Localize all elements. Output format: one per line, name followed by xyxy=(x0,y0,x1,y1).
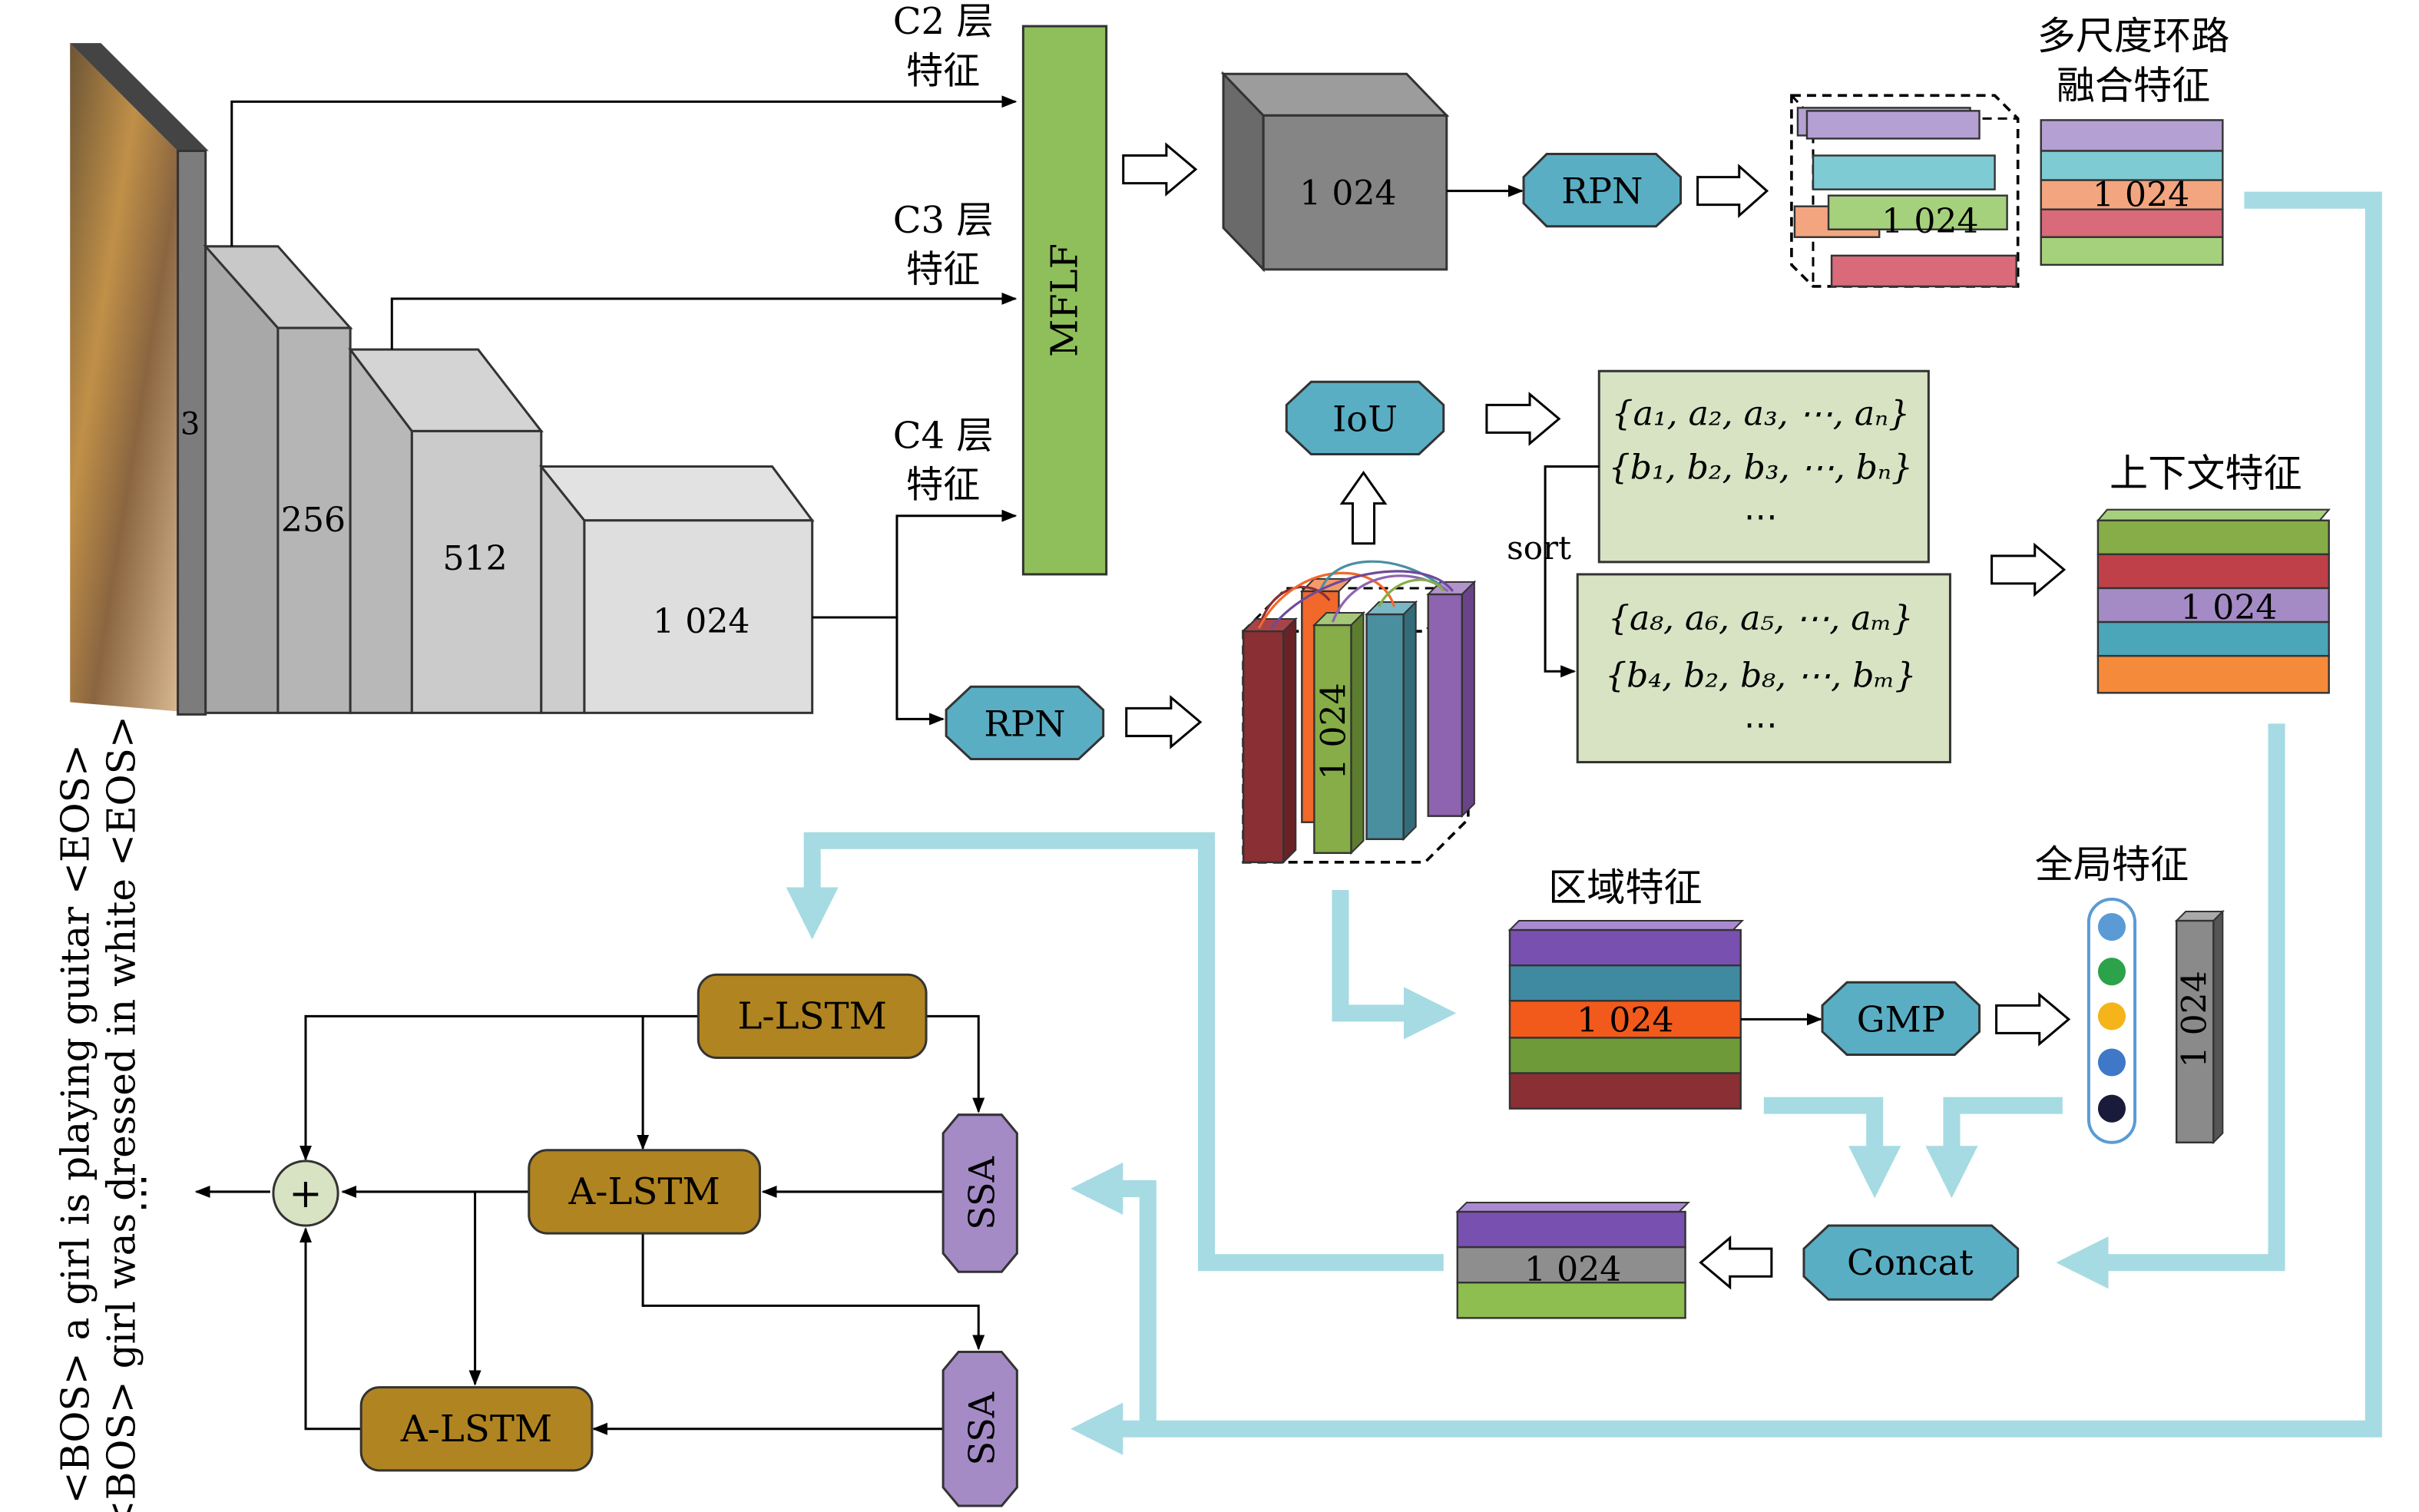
sorted-set-row-1: {a₈, a₆, a₅, ⋯, aₘ} xyxy=(1608,599,1914,638)
a-lstm-1: A-LSTM xyxy=(528,1149,762,1235)
input-channels-label: 3 xyxy=(180,406,200,442)
rpn-mid: RPN xyxy=(945,685,1105,761)
proposal-bars: 1 024 xyxy=(1241,560,1477,865)
a-lstm-2-label: A-LSTM xyxy=(400,1408,552,1451)
proposals-label: 1 024 xyxy=(1314,683,1353,779)
global-feature-vector xyxy=(2086,897,2137,1144)
mflf-block: MFLF xyxy=(1021,25,1108,576)
iou-set-box: {a₁, a₂, a₃, ⋯, aₙ} {b₁, b₂, b₃, ⋯, bₙ} … xyxy=(1597,369,1930,564)
concat-label: Concat xyxy=(1847,1242,1974,1283)
hollow-arrow-context xyxy=(1990,542,2067,597)
c2-label-1: C2 层 xyxy=(893,0,994,43)
sum-node: + xyxy=(272,1160,339,1227)
input-image: 3 xyxy=(70,43,209,716)
l-lstm: L-LSTM xyxy=(697,973,928,1060)
multiscale-stack-label: 1 024 xyxy=(1881,202,1978,241)
sort-label: sort xyxy=(1507,529,1571,567)
c2-connector xyxy=(230,95,1018,246)
backbone-label-512: 512 xyxy=(442,539,507,578)
iou-box: IoU xyxy=(1285,380,1445,456)
hollow-arrow-iou xyxy=(1485,392,1561,446)
c3-label-1: C3 层 xyxy=(893,199,994,242)
global-feature-bar: 1 024 xyxy=(2174,909,2225,1145)
sorted-set-row-3: ⋯ xyxy=(1744,705,1778,744)
ellipsis-label: ⋯ xyxy=(121,1173,167,1213)
rpn-top-label: RPN xyxy=(1561,170,1643,212)
ssa-2-label: SSA xyxy=(961,1391,1002,1465)
iou-set-row-3: ⋯ xyxy=(1744,498,1778,537)
region-label: 1 024 xyxy=(1577,1001,1673,1040)
hollow-arrow-mflf xyxy=(1122,142,1198,197)
concat-output-label: 1 024 xyxy=(1524,1250,1621,1289)
ssa-2: SSA xyxy=(941,1350,1018,1507)
context-title: 上下文特征 xyxy=(2110,451,2302,496)
gmp-box: GMP xyxy=(1821,981,1981,1056)
hollow-arrow-rpn-top xyxy=(1696,164,1769,219)
hollow-arrow-rpn-mid xyxy=(1125,695,1203,749)
multiscale-box-label: 1 024 xyxy=(2093,176,2189,215)
context-label: 1 024 xyxy=(2180,588,2277,627)
region-title: 区域特征 xyxy=(1548,865,1702,910)
multiscale-stack: 1 024 xyxy=(1790,94,2020,288)
c3-label-2: 特征 xyxy=(906,248,980,291)
feature-block-top-label: 1 024 xyxy=(1299,174,1396,213)
global-label: 1 024 xyxy=(2175,971,2214,1067)
ssa-1: SSA xyxy=(941,1113,1018,1273)
backbone-block-256: 256 xyxy=(203,243,353,714)
backbone-label-1024: 1 024 xyxy=(653,602,750,641)
iou-set-row-1: {a₁, a₂, a₃, ⋯, aₙ} xyxy=(1612,394,1911,433)
c4-connector xyxy=(812,509,1018,726)
multiscale-title-2: 融合特征 xyxy=(2057,62,2210,108)
a-lstm-1-label: A-LSTM xyxy=(568,1170,720,1213)
concat-output-stack: 1 024 xyxy=(1455,1201,1691,1319)
region-feature-stack: 1 024 xyxy=(1507,920,1745,1110)
a-lstm-2: A-LSTM xyxy=(359,1386,594,1472)
c3-connector xyxy=(390,292,1018,350)
backbone-block-1024: 1 024 xyxy=(538,463,815,714)
caption-2: <BOS> girl was dressed in white <EOS> xyxy=(98,716,144,1512)
rpn-top: RPN xyxy=(1522,153,1683,228)
c2-label-2: 特征 xyxy=(906,49,980,92)
c4-label-2: 特征 xyxy=(906,464,980,507)
sum-node-label: + xyxy=(289,1171,323,1217)
hollow-arrow-concat xyxy=(1699,1235,1773,1290)
context-feature-stack: 1 024 xyxy=(2096,508,2331,694)
hollow-arrow-gmp xyxy=(1995,992,2071,1047)
caption-1: <BOS> a girl is playing guitar <EOS> xyxy=(52,744,98,1504)
concat-box: Concat xyxy=(1802,1224,2020,1301)
iou-set-row-2: {b₁, b₂, b₃, ⋯, bₙ} xyxy=(1609,448,1913,488)
decoder-lines xyxy=(194,1014,985,1435)
rpn-mid-label: RPN xyxy=(984,703,1065,744)
ssa-1-label: SSA xyxy=(961,1156,1002,1229)
global-title: 全局特征 xyxy=(2035,842,2189,887)
backbone-label-256: 256 xyxy=(281,501,346,540)
sort-connector xyxy=(1544,465,1600,678)
sorted-set-row-2: {b₄, b₂, b₈, ⋯, bₘ} xyxy=(1605,656,1916,695)
c4-label-1: C4 层 xyxy=(893,414,994,457)
thick-flows xyxy=(786,191,2382,1455)
backbone-block-512: 512 xyxy=(348,346,544,714)
multiscale-fused-box: 1 024 xyxy=(2040,119,2224,266)
hollow-arrow-up-iou xyxy=(1339,470,1388,545)
feature-block-top: 1 024 xyxy=(1220,71,1450,273)
mflf-label: MFLF xyxy=(1044,243,1087,357)
l-lstm-label: L-LSTM xyxy=(737,994,886,1037)
gmp-label: GMP xyxy=(1857,998,1945,1040)
multiscale-title-1: 多尺度环路 xyxy=(2037,13,2230,58)
sorted-set-box: {a₈, a₆, a₅, ⋯, aₘ} {b₄, b₂, b₈, ⋯, bₘ} … xyxy=(1576,573,1951,764)
iou-label: IoU xyxy=(1332,398,1398,439)
